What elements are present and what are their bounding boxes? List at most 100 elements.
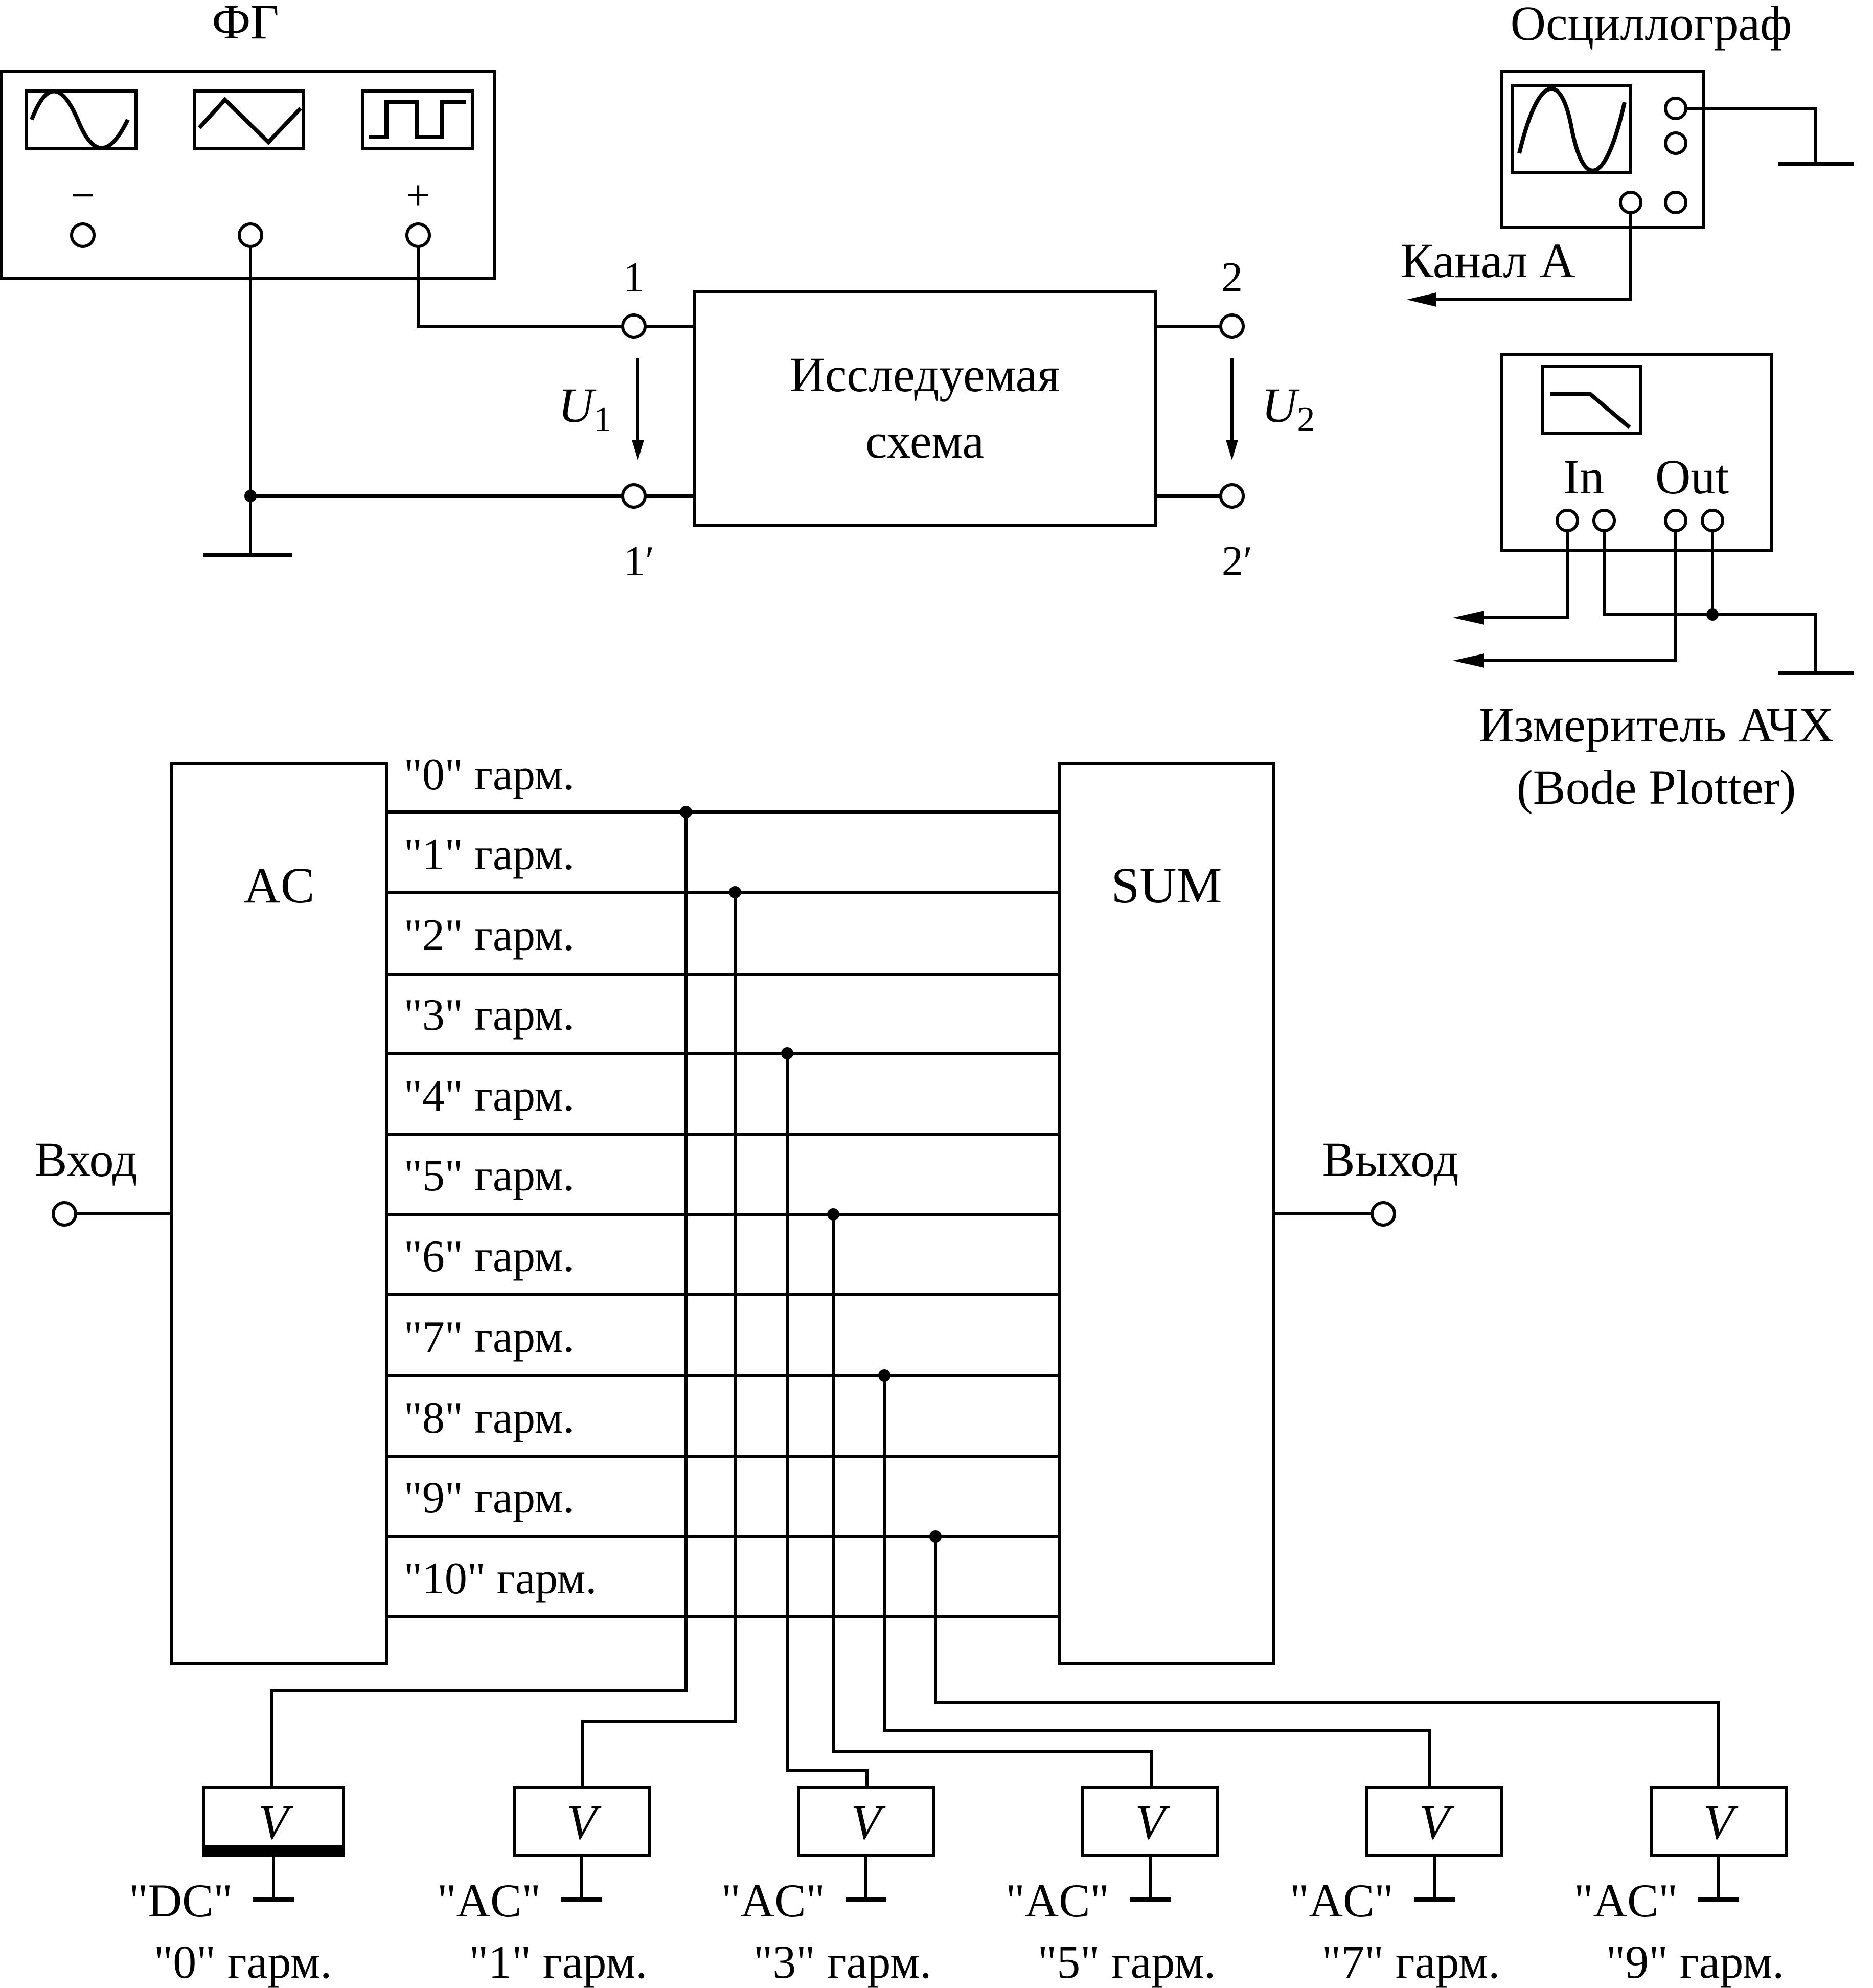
voltmeter-dc-bar — [203, 1845, 344, 1855]
terminal-2-prime[interactable] — [1219, 483, 1245, 509]
voltmeter-symbol: V — [851, 1795, 886, 1849]
harmonic-label-0: "0" гарм. — [404, 750, 574, 800]
bode-out-minus-terminal[interactable] — [1701, 509, 1724, 532]
sum-label: SUM — [1111, 857, 1222, 914]
harmonic-label-4: "4" гарм. — [404, 1071, 574, 1121]
fg-minus-terminal[interactable] — [70, 222, 96, 248]
voltmeter-7: V "AC" "7" гарм. — [1290, 1786, 1503, 1988]
arrow-left-icon — [1453, 611, 1484, 625]
voltmeter-mode: "AC" — [437, 1874, 541, 1927]
voltmeter-symbol: V — [259, 1795, 293, 1849]
voltmeter-harmonic: "0" гарм. — [154, 1936, 332, 1988]
junction-dot — [244, 490, 257, 502]
u1-symbol: U — [558, 378, 597, 433]
terminal-1-prime[interactable] — [621, 483, 647, 509]
voltmeter-0: V "DC" "0" гарм. — [129, 1786, 345, 1988]
voltmeter-symbol: V — [567, 1795, 602, 1849]
sine-wave-icon — [1511, 84, 1632, 174]
bode-caption-line2: (Bode Plotter) — [1517, 760, 1796, 815]
harmonic-label-7: "7" гарм. — [404, 1313, 574, 1362]
terminal-2[interactable] — [1219, 313, 1245, 339]
terminal-2-label: 2 — [1221, 254, 1243, 301]
voltmeter-mode: "AC" — [1006, 1874, 1109, 1927]
input-terminal[interactable] — [52, 1201, 77, 1227]
terminal-2-prime-label: 2′ — [1222, 537, 1252, 585]
voltmeter-symbol: V — [1704, 1795, 1739, 1849]
circuit-under-test: Исследуемая схема 1 1′ 2 2′ U1 U2 — [558, 254, 1315, 585]
voltmeter-mode: "AC" — [721, 1874, 825, 1927]
junction-dot — [929, 1530, 942, 1543]
bode-in-minus-terminal[interactable] — [1592, 509, 1616, 532]
junction-dot — [680, 806, 692, 818]
harmonic-label-6: "6" гарм. — [404, 1232, 574, 1281]
u1-arrow — [632, 358, 644, 460]
voltmeter-9: V "AC" "9" гарм. — [1574, 1786, 1788, 1988]
oscilloscope: Осциллограф Канал А — [1401, 0, 1854, 307]
svg-text:U1: U1 — [558, 378, 611, 439]
harmonic-label-3: "3" гарм. — [404, 990, 574, 1040]
voltmeter-harmonic: "5" гарм. — [1038, 1936, 1216, 1988]
function-generator: ФГ − + — [0, 0, 496, 280]
oscilloscope-channel-a-terminal[interactable] — [1619, 191, 1642, 214]
oscilloscope-terminal[interactable] — [1664, 131, 1687, 155]
junction-dot — [729, 886, 741, 898]
bode-body — [1500, 353, 1773, 552]
voltmeter-symbol: V — [1135, 1795, 1170, 1849]
voltmeter-mode: "DC" — [129, 1874, 233, 1927]
output-label: Выход — [1322, 1132, 1459, 1187]
fg-plus-terminal[interactable] — [405, 222, 431, 248]
bode-in-plus-terminal[interactable] — [1556, 509, 1579, 532]
circuit-label-line2: схема — [865, 414, 984, 468]
u2-subscript: 2 — [1297, 400, 1315, 439]
voltmeter-mode: "AC" — [1574, 1874, 1678, 1927]
bode-plotter: In Out Измеритель АЧХ (Bode Plotter) — [1453, 353, 1854, 815]
oscilloscope-ground-terminal[interactable] — [1664, 97, 1687, 120]
bode-caption-line1: Измеритель АЧХ — [1478, 697, 1834, 752]
voltmeter-1: V "AC" "1" гарм. — [437, 1786, 651, 1988]
fg-ground-terminal[interactable] — [238, 222, 263, 248]
oscilloscope-label: Осциллограф — [1511, 0, 1792, 51]
lowpass-response-icon — [1541, 365, 1642, 435]
voltmeter-3: V "AC" "3" гарм. — [721, 1786, 935, 1988]
voltmeter-5: V "AC" "5" гарм. — [1006, 1786, 1219, 1988]
ac-label: AC — [244, 857, 315, 914]
u2-arrow — [1226, 358, 1238, 460]
terminal-1-prime-label: 1′ — [624, 537, 654, 585]
sine-wave-icon — [25, 89, 138, 150]
junction-dot — [1706, 608, 1719, 621]
harmonic-label-2: "2" гарм. — [404, 911, 574, 960]
junction-dot — [827, 1208, 839, 1221]
harmonic-label-8: "8" гарм. — [404, 1393, 574, 1443]
bode-out-label: Out — [1655, 449, 1729, 504]
u2-symbol: U — [1262, 378, 1300, 433]
input-label: Вход — [34, 1132, 137, 1187]
oscilloscope-body — [1500, 70, 1705, 229]
voltmeter-harmonic: "7" гарм. — [1322, 1936, 1500, 1988]
channel-a-label: Канал А — [1401, 233, 1575, 288]
circuit-label-line1: Исследуемая — [790, 347, 1060, 402]
arrow-left-icon — [1407, 292, 1436, 307]
voltmeter-harmonic: "3" гарм. — [753, 1936, 932, 1988]
junction-dot — [878, 1369, 890, 1382]
voltmeter-wiring — [270, 806, 1720, 1788]
harmonic-label-10: "10" гарм. — [404, 1554, 597, 1603]
harmonic-analyzer: AC SUM Вход Выход "0" гарм. "1" гарм. "2… — [34, 750, 1720, 1788]
arrow-left-icon — [1453, 653, 1484, 668]
circuit-box — [693, 290, 1157, 527]
fg-body — [0, 70, 496, 280]
fg-plus-sign: + — [406, 172, 430, 219]
output-terminal[interactable] — [1371, 1201, 1396, 1227]
harmonic-label-5: "5" гарм. — [404, 1151, 574, 1201]
voltmeter-harmonic: "1" гарм. — [469, 1936, 648, 1988]
junction-dot — [781, 1047, 793, 1059]
terminal-1[interactable] — [621, 313, 647, 339]
fg-minus-sign: − — [71, 172, 95, 219]
oscilloscope-channel-b-terminal[interactable] — [1664, 191, 1687, 214]
bode-in-label: In — [1563, 449, 1604, 504]
bode-out-plus-terminal[interactable] — [1664, 509, 1687, 532]
terminal-1-label: 1 — [623, 254, 645, 301]
fg-label: ФГ — [212, 0, 279, 49]
svg-text:U2: U2 — [1262, 378, 1315, 439]
triangle-wave-icon — [193, 89, 305, 150]
